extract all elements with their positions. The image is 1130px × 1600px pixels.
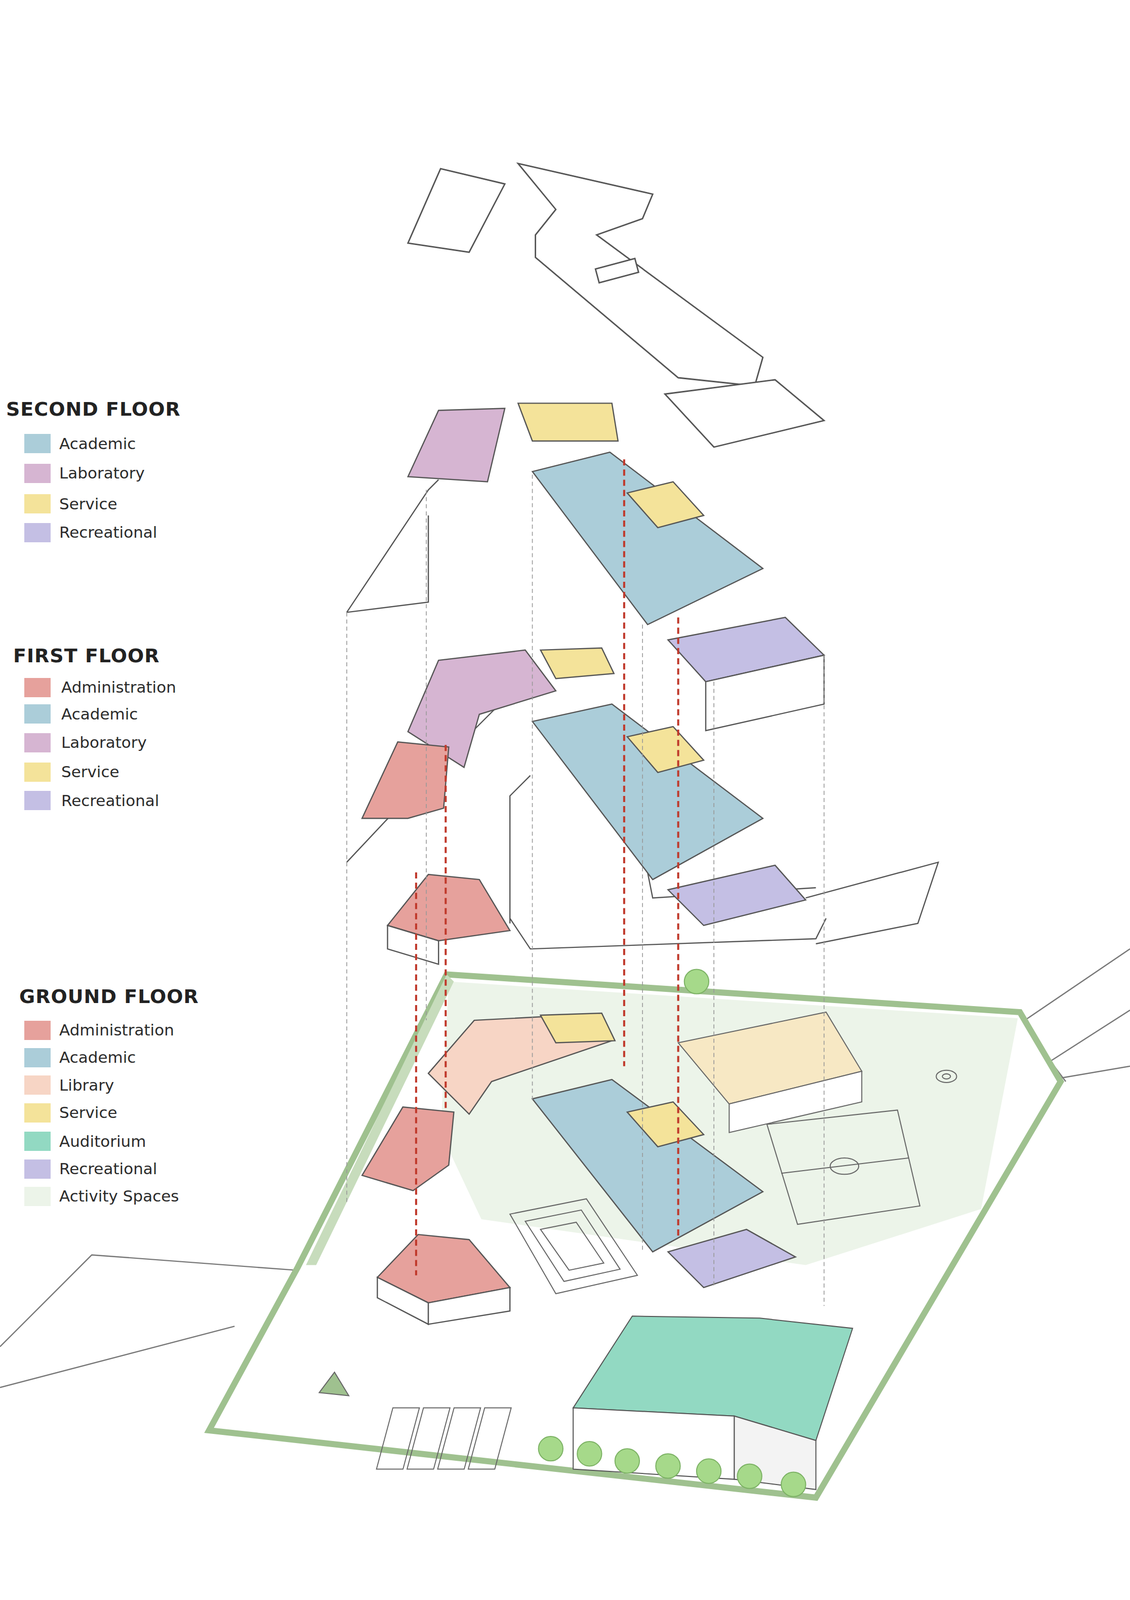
legend-label: Administration — [59, 1022, 175, 1038]
legend-swatch — [24, 733, 51, 753]
legend-label: Recreational — [59, 1160, 157, 1177]
legend-swatch — [24, 677, 51, 698]
legend-label: Laboratory — [61, 734, 147, 751]
legend-swatch — [24, 1186, 51, 1206]
floor-heading: GROUND FLOOR — [19, 986, 199, 1006]
legend-swatch — [24, 1103, 51, 1123]
legend-swatch — [24, 1020, 51, 1040]
floor-heading: SECOND FLOOR — [6, 399, 181, 419]
legend-swatch — [24, 1047, 51, 1068]
legend-label: Library — [59, 1077, 114, 1094]
legend-label: Academic — [61, 706, 138, 722]
floor-heading: FIRST FLOOR — [13, 646, 160, 666]
legend-label: Academic — [59, 1049, 136, 1066]
legend-label: Administration — [61, 679, 177, 696]
legend-label: Service — [59, 1104, 118, 1121]
legend-label: Auditorium — [59, 1133, 146, 1150]
legend-swatch — [24, 1131, 51, 1151]
legend-label: Service — [59, 496, 118, 512]
legend-label: Recreational — [59, 524, 157, 541]
legend-label: Activity Spaces — [59, 1188, 179, 1204]
legend-label: Recreational — [61, 792, 159, 809]
legend-swatch — [24, 762, 51, 782]
legend-swatch — [24, 790, 51, 811]
legend-label: Laboratory — [59, 465, 145, 481]
legend-swatch — [24, 463, 51, 483]
legend-swatch — [24, 704, 51, 724]
legend-swatch — [24, 1159, 51, 1179]
legend-swatch — [24, 433, 51, 454]
legend-label: Service — [61, 763, 120, 780]
legend-swatch — [24, 494, 51, 514]
legend-swatch — [24, 1075, 51, 1095]
legend-label: Academic — [59, 435, 136, 452]
legend-swatch — [24, 522, 51, 543]
